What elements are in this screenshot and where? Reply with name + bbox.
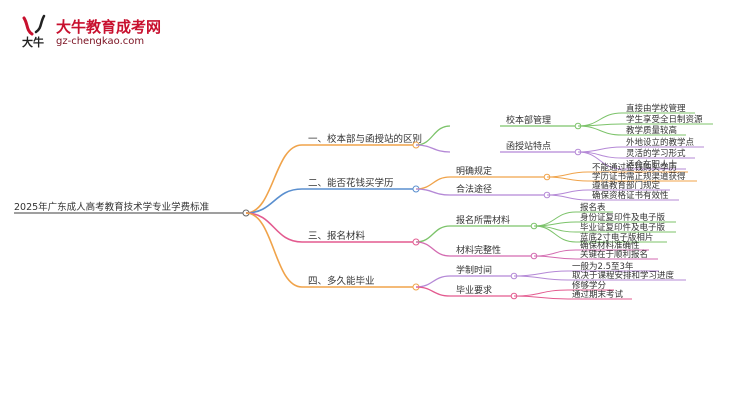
child-label: 函授站特点 <box>506 140 551 152</box>
leaf-connector <box>533 225 577 243</box>
leaf-connector <box>577 151 623 170</box>
leaf-label: 适合在职人士 <box>626 159 678 170</box>
brand-title: 大牛教育成考网 <box>56 18 162 36</box>
branch-label: 一、校本部与函授站的区别 <box>308 133 422 145</box>
leaf-connector <box>533 249 577 257</box>
leaf-label: 身份证复印件及电子版 <box>580 212 666 223</box>
branch-connector <box>245 212 303 243</box>
branch-connector <box>245 188 303 214</box>
leaf-connector <box>577 146 623 153</box>
leaf-connector <box>577 125 623 136</box>
child-connector <box>415 286 451 297</box>
logo-text: 大牛 <box>22 35 44 49</box>
child-label: 学制时间 <box>456 264 492 276</box>
leaf-connector <box>577 123 623 127</box>
branch-connector <box>245 212 303 288</box>
child-connector <box>415 275 451 288</box>
leaf-label: 报名表 <box>580 202 606 213</box>
leaf-label: 确保材料准确性 <box>580 240 640 251</box>
brand-logo: 大牛 大牛教育成考网 gz-chengkao.com <box>18 14 208 54</box>
child-connector <box>415 176 451 190</box>
leaf-label: 确保资格证书有效性 <box>592 190 669 201</box>
leaf-label: 关键在于顺利报名 <box>580 249 648 260</box>
leaf-label: 不能通过金钱购买学历 <box>592 162 678 173</box>
leaf-connector <box>513 289 569 297</box>
leaf-connector <box>546 171 589 178</box>
leaf-label: 灵活的学习形式 <box>626 148 686 159</box>
leaf-label: 修够学分 <box>572 280 607 291</box>
child-label: 毕业要求 <box>456 284 492 296</box>
leaf-connector <box>533 221 577 227</box>
leaf-label: 教学质量较高 <box>626 125 677 136</box>
leaf-connector <box>533 255 577 260</box>
child-label: 报名所需材料 <box>456 214 510 226</box>
leaf-label: 通过期末考试 <box>572 289 624 300</box>
child-connector <box>415 188 451 196</box>
root-label: 2025年广东成人高考教育技术学专业学费标准 <box>14 201 210 213</box>
child-connector <box>415 225 451 243</box>
child-label: 明确规定 <box>456 165 492 177</box>
leaf-label: 外地设立的教学点 <box>626 137 695 148</box>
leaf-connector <box>513 275 569 281</box>
leaf-label: 蓝底2寸电子版相片 <box>580 232 653 243</box>
leaf-connector <box>546 176 589 182</box>
leaf-label: 取决于课程安排和学习进度 <box>572 270 675 281</box>
leaf-label: 一般为2.5至3年 <box>572 261 634 272</box>
leaf-connector <box>513 295 569 300</box>
child-label: 材料完整性 <box>456 244 501 256</box>
leaf-label: 直接由学校管理 <box>626 103 686 114</box>
leaf-connector <box>513 270 569 277</box>
leaf-label: 学历证书需正规渠道获得 <box>592 171 686 182</box>
bull-logo-icon: 大牛 <box>22 14 46 49</box>
branch-label: 二、能否花钱买学历 <box>308 177 394 189</box>
brand-url: gz-chengkao.com <box>56 36 145 47</box>
branch-label: 四、多久能毕业 <box>308 275 375 287</box>
branch-connector <box>245 144 303 214</box>
leaf-connector <box>546 194 589 201</box>
child-label: 合法途径 <box>456 183 492 195</box>
branch-label: 三、报名材料 <box>308 230 366 242</box>
child-label: 校本部管理 <box>506 114 551 126</box>
child-connector <box>415 125 451 146</box>
child-connector <box>415 144 451 153</box>
leaf-label: 遵循教育部门规定 <box>592 180 661 191</box>
leaf-connector <box>546 189 589 196</box>
leaf-label: 学生享受全日制资源 <box>626 114 703 125</box>
leaf-label: 毕业证复印件及电子版 <box>580 222 666 233</box>
child-connector <box>415 241 451 257</box>
